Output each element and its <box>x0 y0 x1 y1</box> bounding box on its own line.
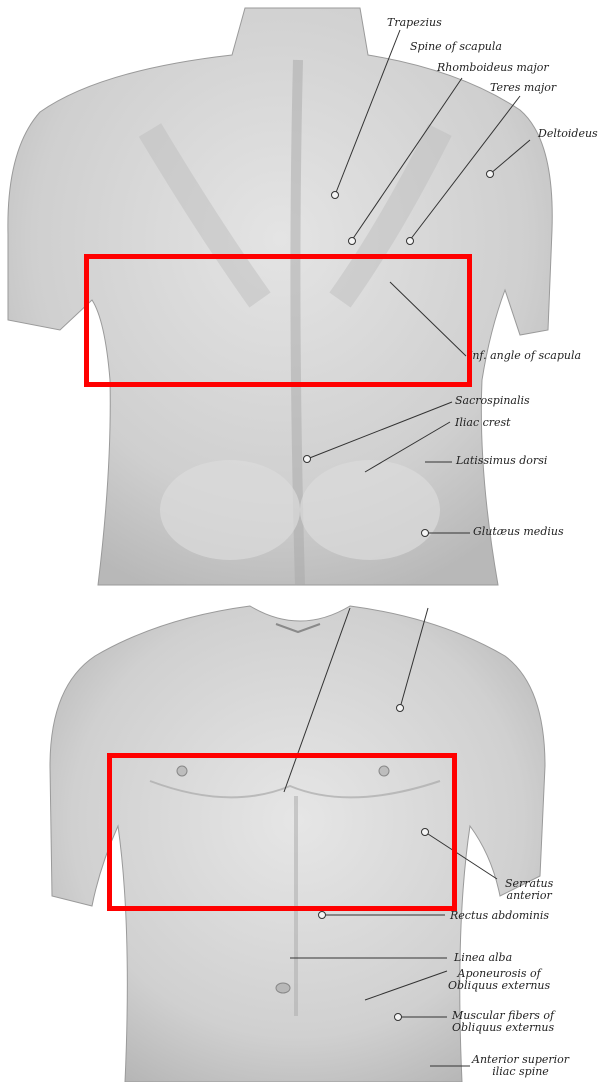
label-latissimus-dorsi: Latissimus dorsi <box>456 455 547 467</box>
label-spine-of-scapula: Spine of scapula <box>410 41 502 53</box>
label-aponeurosis-of-obliquus-externus: Aponeurosis of Obliquus externus <box>448 968 550 992</box>
label-inf-angle-of-scapula: Inf. angle of scapula <box>468 350 581 362</box>
label-iliac-crest: Iliac crest <box>455 417 511 429</box>
label-rectus-abdominis: Rectus abdominis <box>450 910 549 922</box>
label-linea-alba: Linea alba <box>454 952 512 964</box>
front-highlight-box <box>107 753 457 911</box>
label-glutaeus-medius: Glutæus medius <box>473 526 564 538</box>
label-serratus-anterior: Serratus anterior <box>505 878 553 902</box>
label-muscular-fibers-of-obliquus-externus: Muscular fibers of Obliquus externus <box>452 1010 554 1034</box>
label-anterior-superior-iliac-spine: Anterior superior iliac spine <box>472 1054 569 1078</box>
label-sacrospinalis: Sacrospinalis <box>455 395 530 407</box>
front-view-illustration: Serratus anterior Rectus abdominis Linea… <box>0 596 600 1082</box>
label-teres-major: Teres major <box>490 82 556 94</box>
back-view-illustration: Trapezius Spine of scapula Rhomboideus m… <box>0 0 600 590</box>
label-deltoideus: Deltoideus <box>538 128 598 140</box>
back-highlight-box <box>84 254 472 387</box>
label-rhomboideus-major: Rhomboideus major <box>437 62 549 74</box>
label-trapezius: Trapezius <box>387 17 442 29</box>
